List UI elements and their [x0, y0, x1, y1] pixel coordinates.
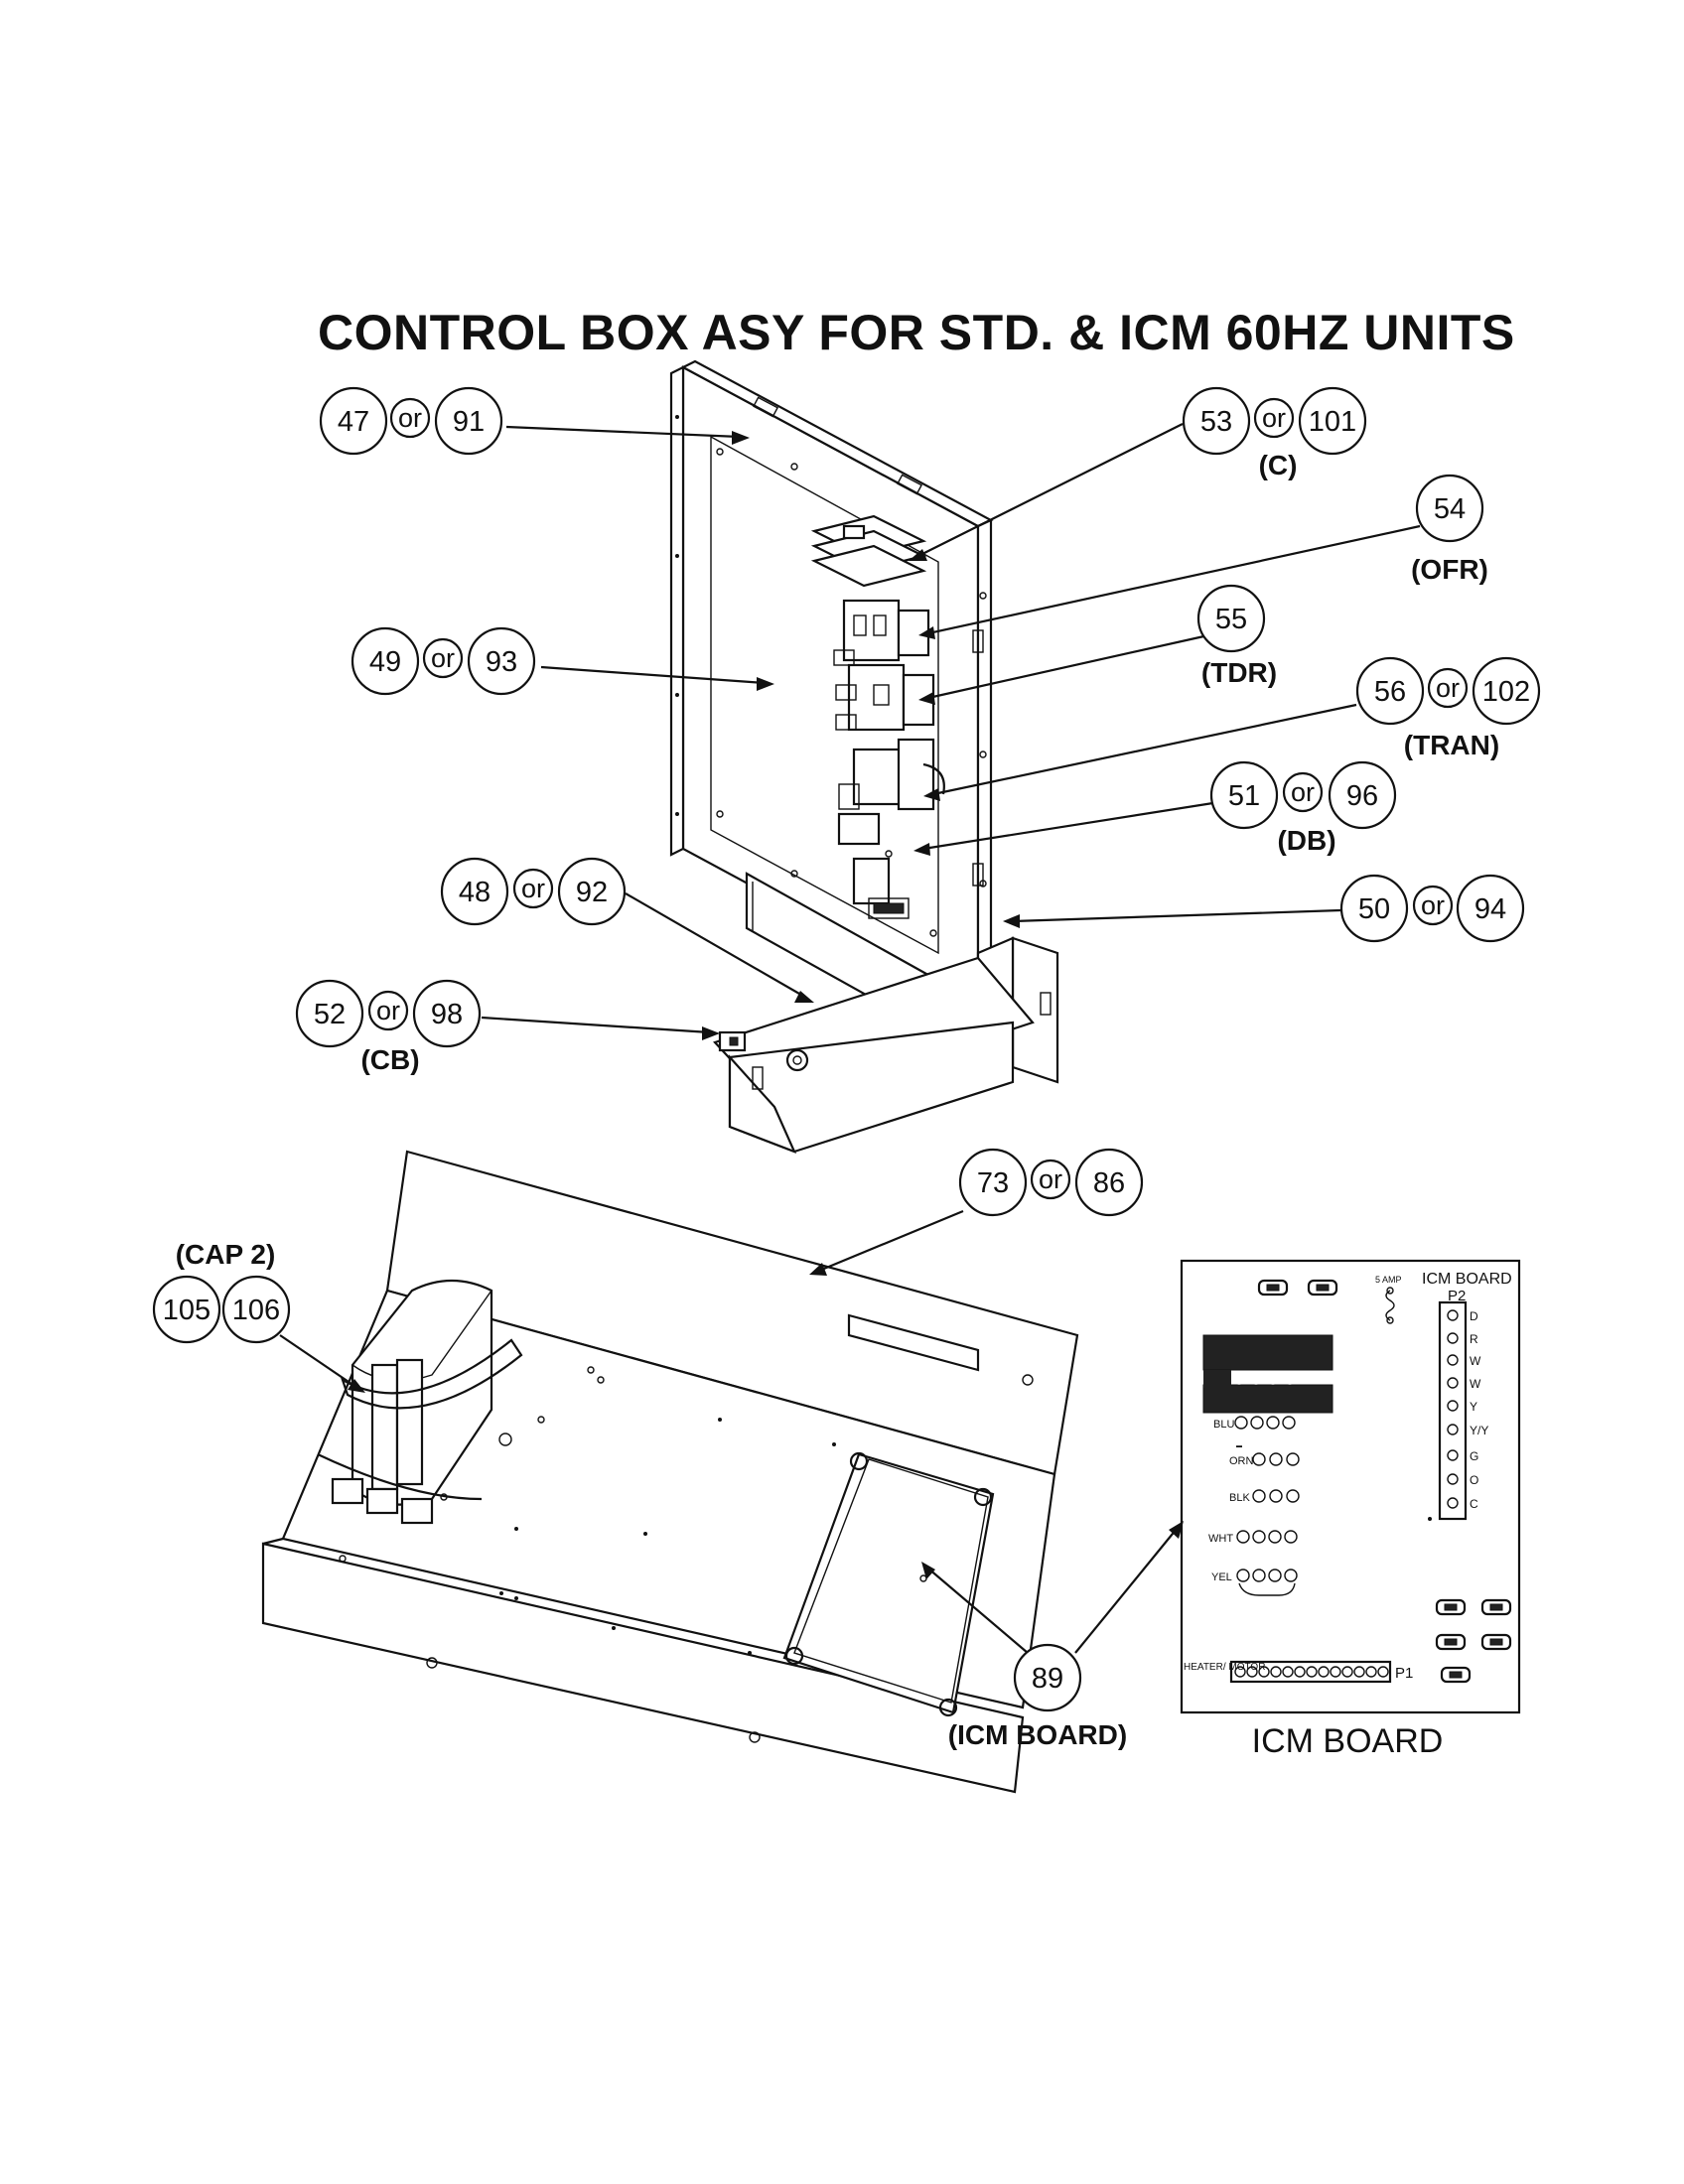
callout-49-or-93: 49 or 93 [351, 626, 536, 696]
callout-52: 52 [314, 999, 346, 1030]
callout-label-tdr: (TDR) [1201, 657, 1277, 688]
p2-terminal-label: Y/Y [1470, 1424, 1488, 1437]
callout-50: 50 [1358, 893, 1390, 925]
callout-label-ofr: (OFR) [1411, 554, 1488, 585]
page-title: CONTROL BOX ASY FOR STD. & ICM 60HZ UNIT… [318, 305, 1515, 360]
callout-102: 102 [1482, 676, 1530, 708]
lower-cover-panel [261, 1150, 1079, 1794]
wire-label-blk: BLK [1229, 1492, 1250, 1504]
or-label: or [376, 996, 400, 1025]
cover-plate [713, 956, 1035, 1154]
p1-pins [1234, 1666, 1389, 1678]
p2-terminal-label: W [1470, 1354, 1481, 1368]
ofr-relay [833, 599, 930, 666]
callout-label-c: (C) [1259, 450, 1298, 480]
icm-board-detail: 5 AMP ICM BOARD P2 D R W W Y Y/Y G O C [1180, 1259, 1521, 1760]
p2-terminal-label: W [1470, 1377, 1481, 1391]
callout-49: 49 [369, 646, 401, 678]
svg-text:55: 55 [1215, 604, 1247, 635]
icm-board-header-label: ICM BOARD [1422, 1271, 1512, 1288]
or-label: or [1436, 673, 1460, 703]
svg-text:54: 54 [1434, 493, 1466, 525]
heater-motor-label: HEATER/ MOTOR [1184, 1662, 1265, 1673]
or-label: or [431, 643, 455, 673]
callout-label-icm-board: (ICM BOARD) [948, 1719, 1127, 1750]
callout-48-or-92: 48 or 92 [440, 857, 627, 926]
wire-label-yel: YEL [1211, 1571, 1232, 1583]
or-label: or [521, 874, 545, 903]
p2-label: P2 [1448, 1288, 1466, 1304]
callout-92: 92 [576, 877, 608, 908]
or-label: or [1421, 890, 1445, 920]
callout-47-or-91: 47 or 91 [319, 386, 503, 456]
wire-label-wht: WHT [1208, 1533, 1233, 1545]
transformer [838, 738, 945, 811]
wire-label-blu: BLU [1213, 1419, 1234, 1431]
callout-106: 106 [232, 1295, 280, 1326]
callout-56-or-102: 56 or 102 (TRAN) [1355, 656, 1541, 760]
tap-row-1 [1232, 1371, 1297, 1385]
icm-board-caption: ICM BOARD [1252, 1722, 1444, 1760]
p2-terminal-label: D [1470, 1309, 1478, 1323]
leader-lines [279, 423, 1421, 1654]
callout-52-or-98: 52 or 98 (CB) [295, 979, 482, 1075]
svg-text:▬: ▬ [1236, 1443, 1242, 1449]
callout-105: 105 [163, 1295, 210, 1326]
callout-98: 98 [431, 999, 463, 1030]
callout-86: 86 [1093, 1167, 1125, 1199]
callout-label-cap2: (CAP 2) [176, 1239, 276, 1270]
callout-48: 48 [459, 877, 491, 908]
callout-51: 51 [1228, 780, 1260, 812]
or-label: or [398, 403, 422, 433]
p2-terminal-label: G [1470, 1449, 1478, 1463]
wire-label-orn: ORN [1229, 1455, 1254, 1467]
callout-96: 96 [1346, 780, 1378, 812]
callout-94: 94 [1474, 893, 1506, 925]
p2-terminal-label: R [1470, 1332, 1478, 1346]
callout-47: 47 [338, 406, 369, 438]
callout-51-or-96: 51 or 96 (DB) [1209, 760, 1397, 856]
callout-101: 101 [1309, 406, 1356, 438]
p1-label: P1 [1395, 1665, 1413, 1682]
fuse-label: 5 AMP [1375, 1275, 1402, 1285]
icm-board-mounted [782, 1451, 995, 1717]
or-label: or [1039, 1164, 1062, 1194]
callout-label-db: (DB) [1277, 825, 1335, 856]
callout-105-106: (CAP 2) 105 106 [152, 1239, 291, 1344]
capacitor [317, 1279, 523, 1525]
callout-73: 73 [977, 1167, 1009, 1199]
callout-93: 93 [486, 646, 517, 678]
callout-label-cb: (CB) [360, 1044, 419, 1075]
defrost-board [837, 812, 910, 919]
callout-56: 56 [1374, 676, 1406, 708]
callout-54: 54 (OFR) [1411, 474, 1488, 585]
tdr-relay [835, 663, 935, 732]
control-box-panel [669, 359, 994, 1059]
or-label: or [1291, 777, 1315, 807]
p2-terminal-label: Y [1470, 1400, 1477, 1414]
callout-73-or-86: 73 or 86 [958, 1148, 1144, 1217]
p2-terminal-label: C [1470, 1497, 1478, 1511]
callout-53-or-101: 53 or 101 (C) [1182, 386, 1367, 480]
callout-89: 89 (ICM BOARD) [948, 1643, 1127, 1750]
callout-55: 55 (TDR) [1196, 584, 1277, 688]
callout-50-or-94: 50 or 94 [1339, 874, 1525, 943]
callout-91: 91 [453, 406, 485, 438]
callout-label-tran: (TRAN) [1404, 730, 1499, 760]
p2-terminal-label: O [1470, 1473, 1478, 1487]
p2-terminals: D R W W Y Y/Y G O C [1447, 1309, 1488, 1511]
contactor-component [810, 514, 927, 588]
svg-text:89: 89 [1032, 1663, 1063, 1695]
callout-53: 53 [1200, 406, 1232, 438]
or-label: or [1262, 403, 1286, 433]
